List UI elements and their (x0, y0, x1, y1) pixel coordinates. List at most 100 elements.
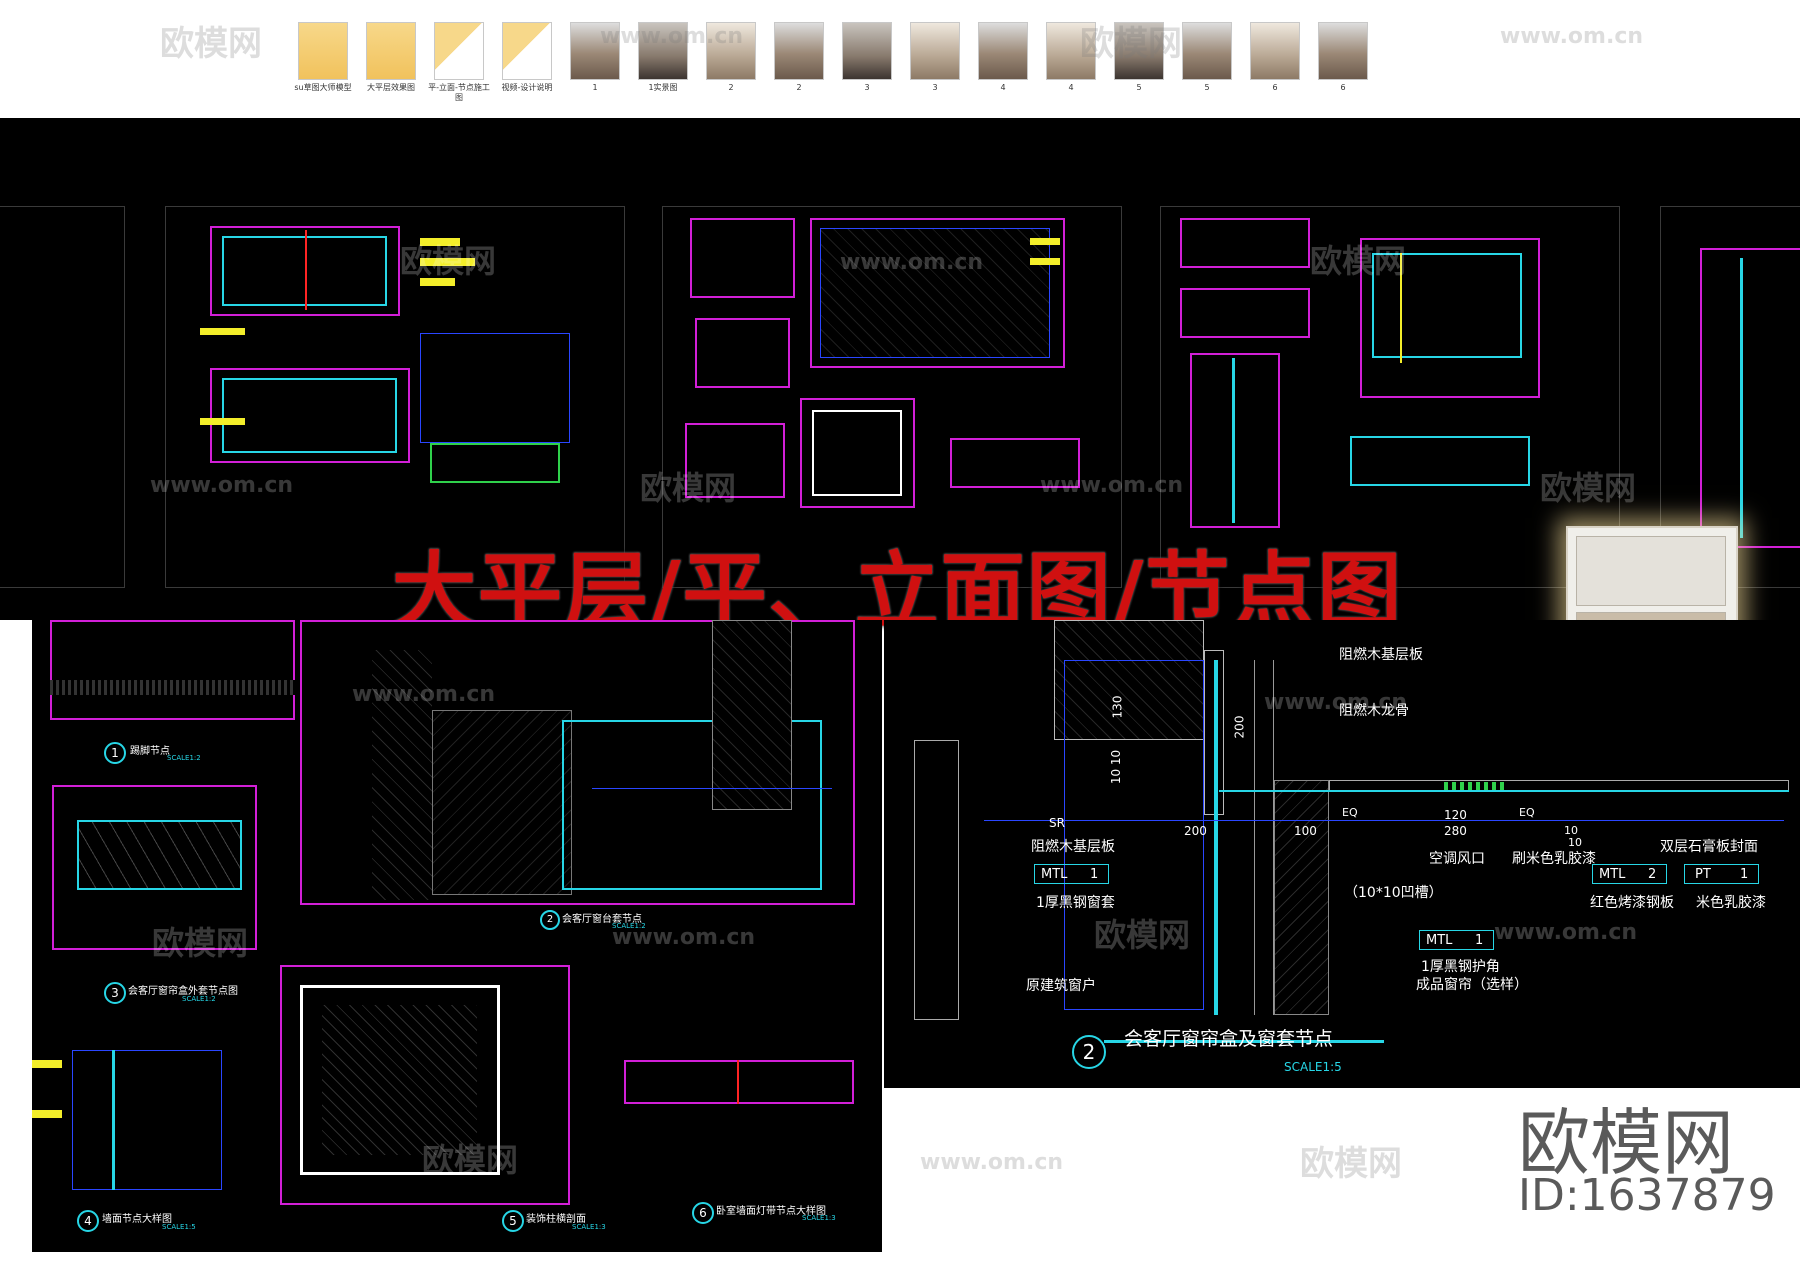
file-thumbnail[interactable]: 4 (972, 22, 1034, 93)
tag-mtl-2: MTL 2 (1592, 864, 1667, 884)
file-thumbnail[interactable]: 1 (564, 22, 626, 93)
detail-scale: SCALE1:3 (572, 1223, 606, 1231)
dimension-10-b: 10 (1568, 836, 1582, 849)
file-thumbnail[interactable]: 视频-设计说明 (496, 22, 558, 93)
cad-line (1232, 358, 1235, 523)
file-thumbnail[interactable]: 5 (1108, 22, 1170, 93)
cad-detail-drawing (624, 1060, 854, 1104)
watermark-brand: 欧模网 (160, 24, 262, 64)
watermark-url: www.om.cn (1494, 920, 1638, 945)
detail-scale: SCALE1:5 (1284, 1060, 1342, 1074)
file-thumbnail[interactable]: 4 (1040, 22, 1102, 93)
file-thumbnail[interactable]: 大平层效果图 (360, 22, 422, 93)
brand-logo: 欧模网 (1518, 1101, 1735, 1185)
cad-line (737, 1060, 739, 1104)
cad-line (1219, 790, 1789, 792)
cad-detail-drawing (322, 1005, 477, 1155)
file-thumbnail-label: 3 (932, 83, 938, 92)
cad-detail-drawing (1190, 353, 1280, 528)
cad-detail-drawing (50, 620, 295, 720)
cad-detail-drawing (690, 218, 795, 298)
watermark-brand: 欧模网 (640, 469, 737, 507)
cad-label (200, 418, 245, 425)
tag-code: MTL (1041, 867, 1068, 882)
file-thumbnail-label: 1 (592, 83, 598, 92)
file-thumbnail-label: 6 (1340, 83, 1346, 92)
cad-detail-drawing (77, 820, 242, 890)
cad-detail-drawing (50, 680, 295, 695)
detail-scale: SCALE1:2 (612, 922, 646, 930)
image-thumbnail (1250, 22, 1300, 80)
file-thumbnail[interactable]: 2 (700, 22, 762, 93)
file-thumbnail[interactable]: 6 (1312, 22, 1374, 93)
cad-label (200, 328, 245, 335)
tag-mtl-1: MTL 1 (1034, 864, 1109, 884)
cad-detail-drawing (1360, 238, 1540, 398)
image-thumbnail (842, 22, 892, 80)
file-thumbnail[interactable]: 3 (836, 22, 898, 93)
file-thumbnail[interactable]: 6 (1244, 22, 1306, 93)
watermark-url: www.om.cn (150, 473, 294, 498)
cad-detail-drawing (280, 965, 570, 1205)
cad-detail-drawing (1350, 436, 1530, 486)
detail-scale: SCALE1:3 (802, 1214, 836, 1222)
cad-label (420, 258, 475, 266)
watermark-url: www.om.cn (352, 682, 496, 707)
cad-label (32, 1110, 62, 1118)
watermark-url: www.om.cn (1264, 690, 1408, 715)
dimension-200-vertical: 200 (1232, 715, 1247, 739)
cad-sheet-frame (0, 206, 125, 588)
watermark-brand: 欧模网 (400, 242, 497, 280)
watermark-brand: 欧模网 (1080, 24, 1182, 64)
file-thumbnail[interactable]: su草图大师模型 (292, 22, 354, 93)
cad-sheet-frame (662, 206, 1122, 588)
image-thumbnail (638, 22, 688, 80)
dimension-120: 120 (1444, 808, 1467, 822)
file-thumbnail-label: 4 (1068, 83, 1074, 92)
label-black-steel-sleeve: 1厚黑钢窗套 (1036, 895, 1115, 911)
cad-detail-drawing (812, 410, 902, 496)
cad-detail-drawing (222, 378, 397, 453)
dimension-100: 100 (1294, 824, 1317, 838)
folder-icon (502, 22, 552, 80)
cad-line (112, 1050, 115, 1190)
file-thumbnail-label: 6 (1272, 83, 1278, 92)
file-thumbnail[interactable]: 2 (768, 22, 830, 93)
dimension-eq-2: EQ (1519, 806, 1535, 819)
cad-line (592, 788, 832, 789)
watermark-brand: 欧模网 (1300, 1144, 1402, 1184)
file-thumbnail[interactable]: 5 (1176, 22, 1238, 93)
file-thumbnail[interactable]: 平-立面-节点施工图 (428, 22, 490, 103)
cad-detail-drawing (1254, 660, 1274, 1015)
cad-line (1400, 253, 1402, 363)
file-thumbnail-label: 平-立面-节点施工图 (428, 83, 490, 102)
watermark-url: www.om.cn (840, 250, 984, 275)
cad-detail-drawing (695, 318, 790, 388)
file-thumbnail-label: 5 (1136, 83, 1142, 92)
label-sr: SR (1049, 816, 1065, 830)
image-thumbnail (706, 22, 756, 80)
tag-code: MTL (1599, 867, 1626, 882)
detail-title: 会客厅窗帘盒及窗套节点 (1124, 1028, 1334, 1050)
cad-label (420, 278, 455, 286)
cad-detail-drawing (300, 620, 855, 905)
cad-detail-drawing (210, 368, 410, 463)
dimension-10-a: 10 (1564, 824, 1578, 837)
label-groove: （10*10凹槽） (1344, 885, 1443, 901)
cad-label (1030, 258, 1060, 265)
cad-detail-drawing (222, 236, 387, 306)
cad-detail-drawing (420, 333, 570, 443)
watermark-brand: 欧模网 (422, 1141, 519, 1179)
file-thumbnail[interactable]: 3 (904, 22, 966, 93)
watermark-url: www.om.cn (1040, 473, 1184, 498)
detail-scale: SCALE1:2 (182, 995, 216, 1003)
detail-scale: SCALE1:5 (162, 1223, 196, 1231)
cad-detail-drawing (800, 398, 915, 508)
cad-detail-panel-right: 阻燃木基层板 阻燃木龙骨 SR 阻燃木基层板 MTL 1 1厚黑钢窗套 原建筑窗… (884, 620, 1800, 1088)
file-thumbnail-label: 2 (796, 83, 802, 92)
cad-line (1740, 258, 1743, 538)
file-thumbnail-label: 2 (728, 83, 734, 92)
file-thumbnail[interactable]: 1实景图 (632, 22, 694, 93)
image-thumbnail (1046, 22, 1096, 80)
dimension-280: 280 (1444, 824, 1467, 838)
